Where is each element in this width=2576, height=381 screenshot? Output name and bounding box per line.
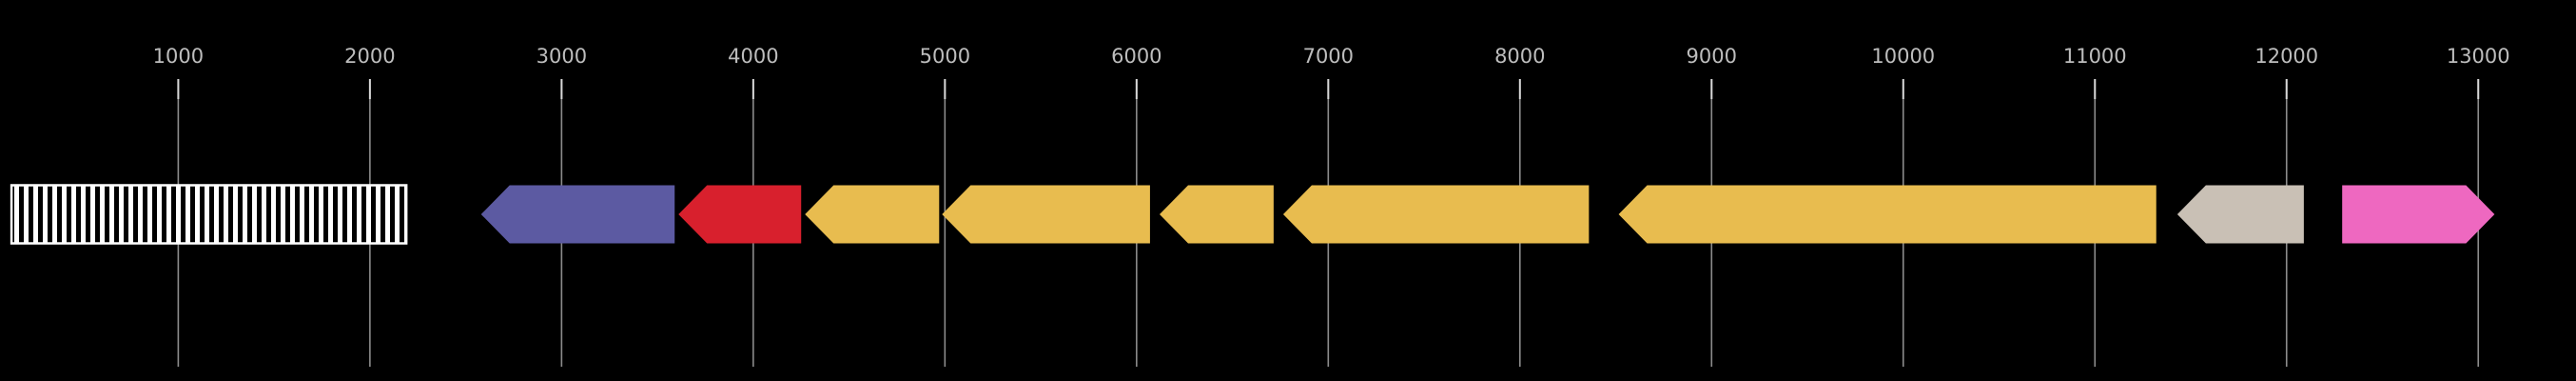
axis-tick-label: 7000 — [1303, 45, 1354, 68]
axis-tick-label: 10000 — [1871, 45, 1935, 68]
axis-tick-label: 13000 — [2447, 45, 2510, 68]
axis-tick-label: 6000 — [1111, 45, 1161, 68]
red-arrow — [678, 185, 802, 244]
purple-arrow — [480, 185, 675, 244]
axis-tick-label: 3000 — [537, 45, 587, 68]
gold-arrow-3 — [1160, 185, 1274, 244]
feature-layer — [10, 184, 2495, 245]
pink-arrow — [2342, 185, 2495, 244]
axis-tick-label: 8000 — [1494, 45, 1545, 68]
axis-tick-label: 1000 — [153, 45, 204, 68]
gold-arrow-5 — [1618, 185, 2156, 244]
gold-arrow-1 — [805, 185, 940, 244]
axis-tick-label: 4000 — [728, 45, 778, 68]
tan-arrow — [2176, 185, 2304, 244]
axis-tick-label: 12000 — [2254, 45, 2318, 68]
axis-tick-label: 11000 — [2063, 45, 2127, 68]
axis-tick-label: 5000 — [920, 45, 970, 68]
gold-arrow-4 — [1282, 185, 1590, 244]
axis-tick-label: 2000 — [344, 45, 395, 68]
hatched-region — [10, 184, 408, 245]
axis-label-layer: 1000 2000 3000 4000 5000 6000 7000 8000 9000 1000… — [153, 45, 2510, 68]
axis-tick-label: 9000 — [1687, 45, 1737, 68]
gold-arrow-2 — [942, 185, 1150, 244]
